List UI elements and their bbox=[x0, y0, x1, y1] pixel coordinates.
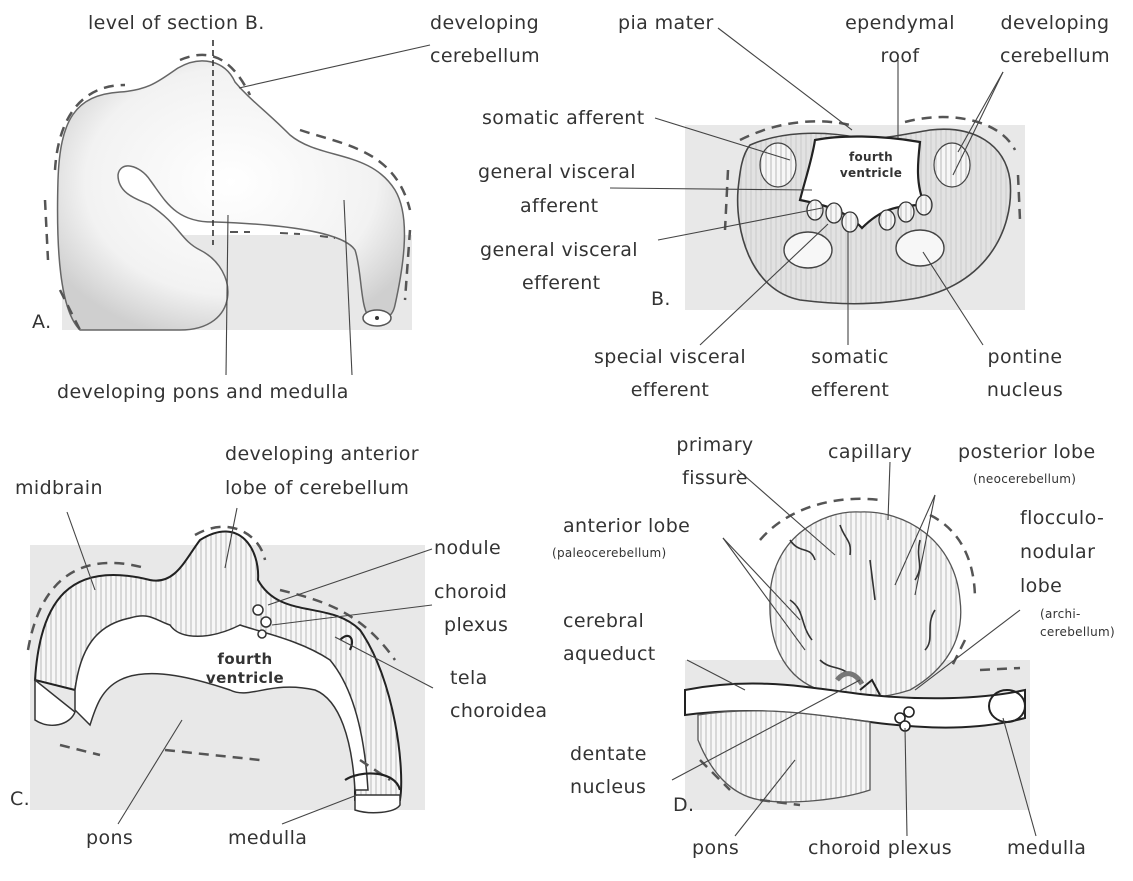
label-flocculonodular-5: cerebellum) bbox=[1040, 625, 1115, 640]
label-somatic-efferent-2: efferent bbox=[800, 378, 900, 403]
label-medulla-d: medulla bbox=[1007, 836, 1086, 861]
label-capillary: capillary bbox=[828, 440, 912, 465]
label-somatic-efferent-1: somatic bbox=[800, 345, 900, 370]
label-pontine-nucleus-2: nucleus bbox=[975, 378, 1075, 403]
label-midbrain: midbrain bbox=[15, 476, 103, 501]
label-choroid-plexus-c-2: plexus bbox=[444, 613, 508, 638]
label-level-of-section: level of section B. bbox=[88, 11, 265, 36]
label-developing-cerebellum-b-1: developing bbox=[980, 11, 1130, 36]
label-developing-pons-medulla: developing pons and medulla bbox=[57, 380, 349, 405]
label-flocculonodular-2: nodular bbox=[1020, 540, 1095, 565]
label-developing-cerebellum-a-1: developing bbox=[430, 11, 539, 36]
label-general-visceral-efferent-2: efferent bbox=[522, 271, 601, 296]
label-anterior-lobe-2: (paleocerebellum) bbox=[552, 546, 667, 561]
label-developing-anterior-lobe-1: developing anterior bbox=[225, 442, 419, 467]
panel-b-letter: B. bbox=[651, 287, 671, 312]
label-developing-cerebellum-b-2: cerebellum bbox=[980, 44, 1130, 69]
label-special-visceral-efferent-1: special visceral bbox=[570, 345, 770, 370]
label-general-visceral-efferent-1: general visceral bbox=[480, 238, 638, 263]
label-primary-fissure-1: primary bbox=[660, 433, 770, 458]
label-pia-mater: pia mater bbox=[618, 11, 714, 36]
label-cerebral-aqueduct-2: aqueduct bbox=[563, 642, 656, 667]
label-fourth-ventricle-c-1: fourth bbox=[200, 650, 290, 669]
panel-d-letter: D. bbox=[673, 793, 694, 818]
label-tela-choroidea-2: choroidea bbox=[450, 699, 547, 724]
label-choroid-plexus-d: choroid plexus bbox=[808, 836, 952, 861]
label-ependymal-roof-2: roof bbox=[845, 44, 955, 69]
label-dentate-nucleus-2: nucleus bbox=[570, 775, 646, 800]
label-medulla-c: medulla bbox=[228, 826, 307, 851]
label-fourth-ventricle-c-2: ventricle bbox=[200, 669, 290, 688]
panel-d bbox=[672, 462, 1036, 836]
label-flocculonodular-4: (archi- bbox=[1040, 607, 1081, 622]
label-anterior-lobe-1: anterior lobe bbox=[563, 514, 690, 539]
label-dentate-nucleus-1: dentate bbox=[570, 742, 647, 767]
label-somatic-afferent: somatic afferent bbox=[482, 106, 645, 131]
label-cerebral-aqueduct-1: cerebral bbox=[563, 609, 644, 634]
label-flocculonodular-3: lobe bbox=[1020, 574, 1062, 599]
label-pontine-nucleus-1: pontine bbox=[975, 345, 1075, 370]
panel-a bbox=[45, 40, 430, 375]
label-primary-fissure-2: fissure bbox=[660, 466, 770, 491]
panel-c-letter: C. bbox=[10, 787, 30, 812]
panel-b bbox=[610, 28, 1025, 345]
panel-a-letter: A. bbox=[32, 310, 52, 335]
label-choroid-plexus-c-1: choroid bbox=[434, 580, 507, 605]
label-pons-c: pons bbox=[86, 826, 133, 851]
label-special-visceral-efferent-2: efferent bbox=[570, 378, 770, 403]
label-developing-cerebellum-a-2: cerebellum bbox=[430, 44, 540, 69]
label-nodule: nodule bbox=[434, 536, 501, 561]
label-tela-choroidea-1: tela bbox=[450, 666, 488, 691]
label-ependymal-roof-1: ependymal bbox=[845, 11, 955, 36]
label-pons-d: pons bbox=[692, 836, 739, 861]
label-fourth-ventricle-b-1: fourth bbox=[826, 150, 916, 165]
panel-d-cerebellum bbox=[770, 512, 961, 698]
label-general-visceral-afferent-2: afferent bbox=[520, 194, 599, 219]
label-developing-anterior-lobe-2: lobe of cerebellum bbox=[225, 476, 409, 501]
label-fourth-ventricle-b-2: ventricle bbox=[826, 166, 916, 181]
label-general-visceral-afferent-1: general visceral bbox=[478, 160, 636, 185]
label-flocculonodular-1: flocculo- bbox=[1020, 506, 1104, 531]
label-posterior-lobe-1: posterior lobe bbox=[958, 440, 1096, 465]
label-posterior-lobe-2: (neocerebellum) bbox=[973, 472, 1076, 487]
